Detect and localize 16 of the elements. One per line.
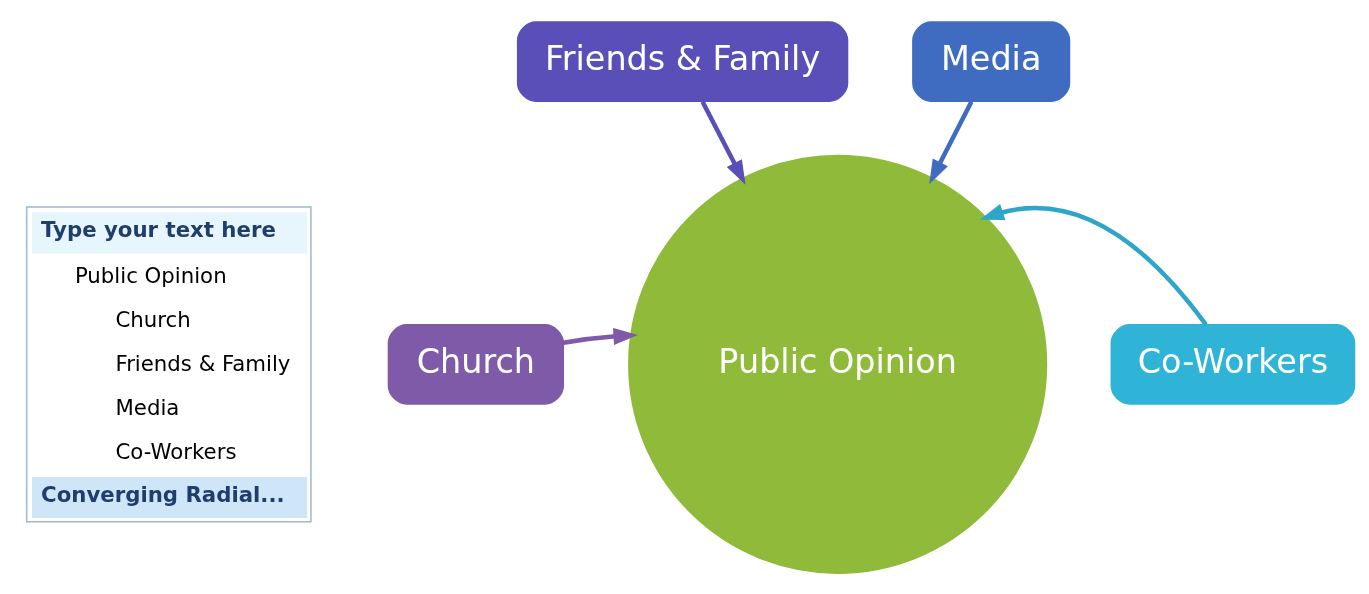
arrow (979, 203, 1208, 326)
arrow (929, 100, 974, 184)
node-box: Media (912, 20, 1071, 102)
label: Church (115, 306, 191, 332)
label: Co-Workers (115, 438, 237, 464)
label: Type your text here (41, 216, 276, 242)
arrow (563, 327, 638, 345)
label: Friends & Family (115, 350, 291, 376)
node-box: Church (387, 323, 565, 405)
node-box: Friends & Family (516, 20, 849, 102)
node-box: Co-Workers (1110, 323, 1356, 405)
node-circle: Public Opinion (628, 154, 1048, 574)
label: Converging Radial... (41, 481, 285, 506)
arrow (700, 100, 746, 185)
label: Media (115, 394, 180, 420)
label: Public Opinion (74, 262, 227, 288)
